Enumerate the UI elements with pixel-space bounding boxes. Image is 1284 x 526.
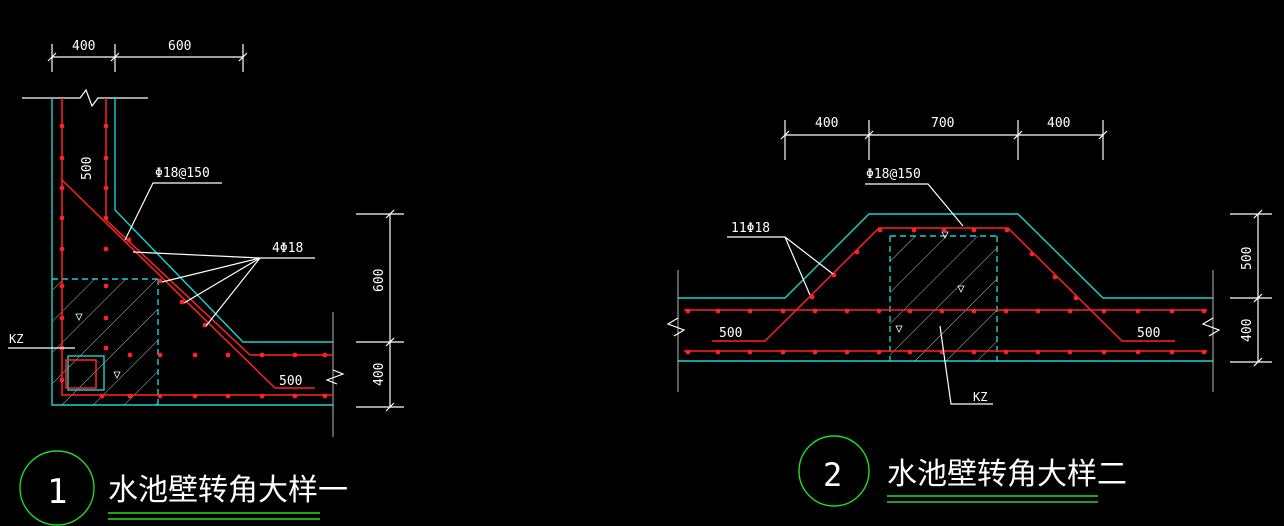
detail1-title: 水池壁转角大样一 bbox=[108, 473, 348, 508]
detail1-break-line bbox=[22, 88, 148, 108]
detail1-rebar-corner-label: 4Φ18 bbox=[272, 241, 303, 256]
detail2-number: 2 bbox=[823, 456, 842, 494]
detail1-rebar-main-label: Φ18@150 bbox=[155, 166, 210, 181]
detail2-right-500-label: 500 bbox=[1137, 326, 1160, 341]
detail2-title: 水池壁转角大样二 bbox=[887, 457, 1127, 492]
detail2-rebar-main-label: Φ18@150 bbox=[866, 167, 921, 182]
detail2-dim-400-left: 400 bbox=[815, 116, 838, 131]
detail1-concrete-outline bbox=[51, 98, 345, 437]
detail2-dim-right-400: 400 bbox=[1240, 319, 1255, 342]
detail1-bottom-500-label: 500 bbox=[279, 374, 302, 389]
detail1-dim-right-400: 400 bbox=[372, 363, 387, 386]
detail1-number: 1 bbox=[47, 472, 67, 512]
detail2-dim-700: 700 bbox=[931, 116, 954, 131]
detail1-right-dimensions bbox=[356, 209, 404, 412]
detail1-rebar-dots bbox=[59, 123, 328, 399]
detail2-title-block: 2 水池壁转角大样二 bbox=[798, 435, 1127, 507]
detail2-column-kz bbox=[889, 231, 998, 361]
detail1-leaders bbox=[8, 182, 315, 349]
detail2-dim-right-500: 500 bbox=[1240, 247, 1255, 270]
detail1-number-circle bbox=[19, 450, 95, 526]
detail1-dim-right-600: 600 bbox=[372, 269, 387, 292]
detail1-title-block: 1 水池壁转角大样一 bbox=[19, 450, 348, 526]
detail1-dim-600: 600 bbox=[168, 39, 191, 54]
detail2-rebar-dots bbox=[685, 227, 1207, 355]
detail2-dim-400-right: 400 bbox=[1047, 116, 1070, 131]
detail-1: 400 600 bbox=[8, 39, 404, 526]
detail-2: 400 700 400 bbox=[666, 116, 1272, 507]
detail1-kz-label: KZ bbox=[9, 332, 23, 346]
detail1-dim-400: 400 bbox=[72, 39, 95, 54]
detail2-top-dimensions bbox=[780, 120, 1108, 160]
detail2-right-dimensions bbox=[1230, 209, 1272, 367]
detail2-kz-label: KZ bbox=[973, 390, 987, 404]
detail2-left-500-label: 500 bbox=[719, 326, 742, 341]
detail1-column-kz bbox=[52, 278, 159, 405]
detail2-rebar-count-label: 11Φ18 bbox=[731, 221, 770, 236]
detail2-number-circle bbox=[798, 435, 870, 507]
detail1-top-dimensions bbox=[47, 44, 248, 72]
detail1-wall-500-label: 500 bbox=[80, 157, 95, 180]
detail2-leaders bbox=[727, 183, 993, 405]
